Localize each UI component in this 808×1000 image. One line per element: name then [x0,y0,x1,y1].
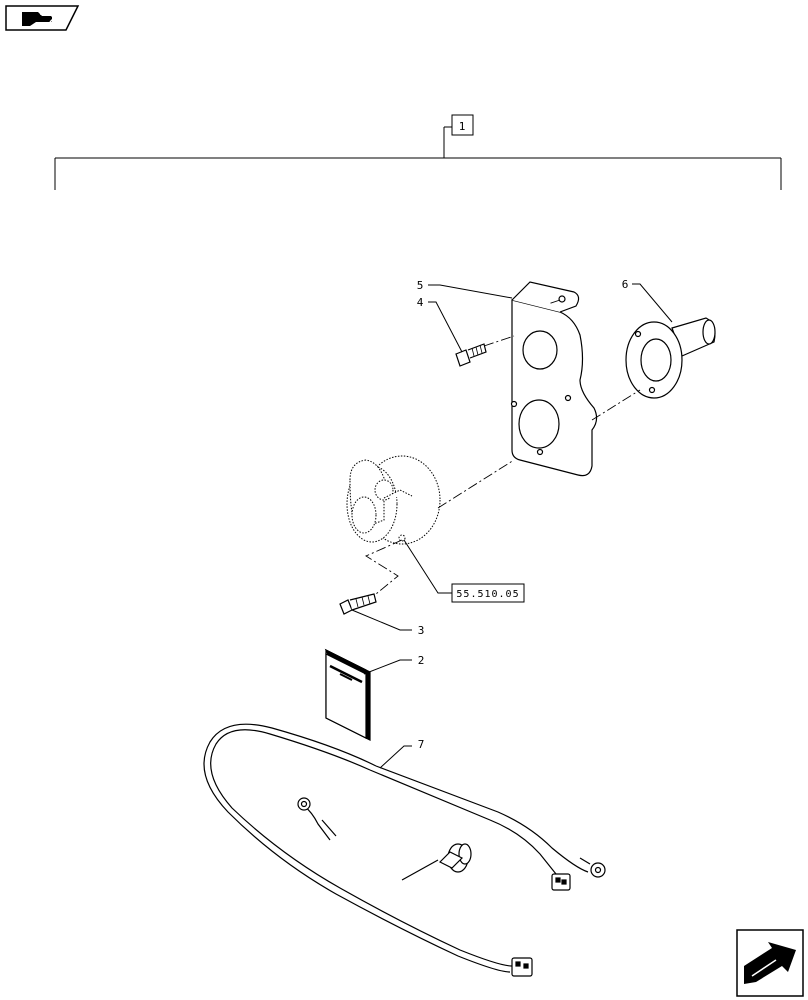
reference-box-label: 55.510.05 [456,589,519,600]
trailer-socket-assembly [346,455,441,545]
wiring-harness-part-7 [203,723,589,973]
callout-7: 7 [418,738,425,751]
previous-page-icon[interactable] [5,5,80,31]
flange-socket-part-6 [625,317,716,399]
decal-part-2 [324,648,371,741]
callout-4: 4 [417,296,424,309]
callout-6: 6 [622,278,629,291]
bolt-part-4 [455,343,487,367]
assembly-lines [365,299,641,595]
callout-leaders [351,283,673,769]
callout-3: 3 [418,624,425,637]
group-bracket: 1 [54,114,782,190]
harness-connectors [297,797,606,977]
callout-2: 2 [418,654,425,667]
screw-part-3 [339,593,377,615]
mounting-bracket-part-5 [510,281,598,477]
reference-link[interactable]: 55.510.05 [451,583,525,603]
group-label: 1 [459,120,466,133]
next-page-icon[interactable] [736,929,804,997]
callout-5: 5 [417,279,424,292]
